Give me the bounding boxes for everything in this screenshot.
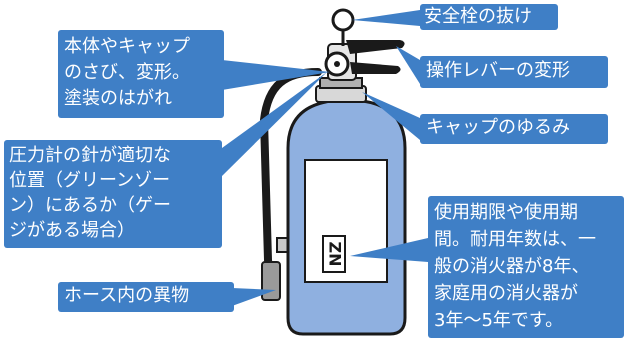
upper-lever bbox=[346, 40, 405, 54]
pointer-gauge bbox=[222, 72, 327, 176]
pointer-safety-pin bbox=[352, 10, 420, 26]
callout-expiry: 使用期限や使用期 間。耐用年数は、一 般の消火器が8年、 家庭用の消火器が 3年… bbox=[428, 196, 624, 338]
callout-cap: キャップのゆるみ bbox=[420, 114, 608, 144]
callout-safety-pin: 安全栓の抜け bbox=[420, 4, 558, 30]
label-plate-text: ZN bbox=[326, 242, 345, 267]
pointer-hose bbox=[232, 288, 276, 306]
hose-nozzle bbox=[261, 261, 281, 301]
callout-gauge: 圧力計の針が適切な 位置（グリーンゾー ン）にあるか（ゲー ジがある場合） bbox=[4, 140, 222, 248]
pointer-lever bbox=[396, 46, 420, 84]
lower-lever bbox=[350, 62, 401, 74]
pointer-body-rust bbox=[222, 60, 330, 90]
pressure-gauge-center bbox=[334, 61, 340, 67]
pointer-expiry bbox=[350, 238, 428, 262]
callout-lever: 操作レバーの変形 bbox=[420, 56, 608, 88]
safety-pin-ring bbox=[331, 8, 355, 32]
label-plate bbox=[322, 235, 346, 273]
callout-hose: ホース内の異物 bbox=[58, 282, 234, 312]
pointer-cap bbox=[362, 92, 420, 140]
callout-body-rust: 本体やキャップ のさび、変形。 塗装のはがれ bbox=[58, 30, 224, 118]
